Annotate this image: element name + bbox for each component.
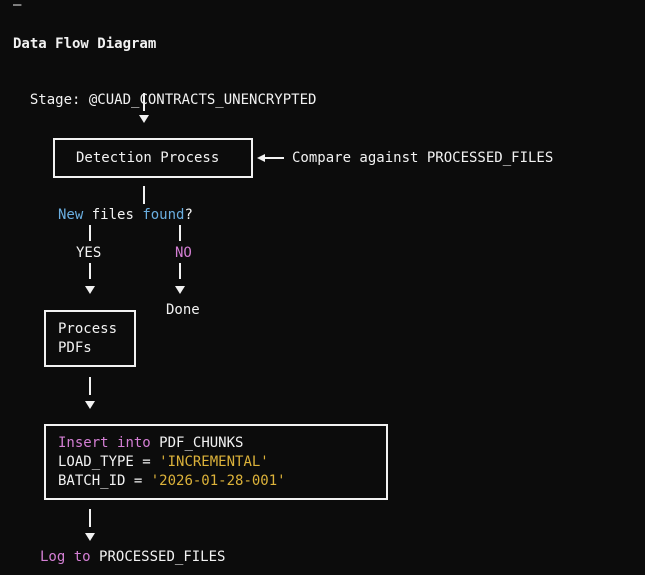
new-files-found-question: New files found? [58,206,193,224]
batch-id-key: BATCH_ID = [58,473,143,489]
arrow-down-to-detection [139,115,149,123]
stage-label: Stage: [29,92,81,108]
process-pdfs-box [44,310,136,367]
connector-detection-question [143,186,145,204]
connector-process-insert [89,377,91,395]
done-label: Done [166,302,200,318]
question-word-new: New [58,207,84,223]
into-keyword: into [117,435,151,451]
load-type-key: LOAD_TYPE = [58,454,151,470]
stage-value: @CUAD_CONTRACTS_UNENCRYPTED [88,92,317,108]
batch-id-line: BATCH_ID = '2026-01-28-001' [58,472,286,490]
connector-no-arrow [179,263,181,279]
connector-insert-log [89,509,91,527]
arrow-down-to-done [175,286,185,294]
yes-branch-label: YES [76,245,102,261]
connector-stage-detection [143,93,145,111]
load-type-value: 'INCREMENTAL' [159,454,269,470]
process-pdfs-line2: PDFs [58,340,92,356]
insert-line: Insert into PDF_CHUNKS [58,434,243,452]
arrow-left-compare [257,154,265,162]
arrow-down-to-log [85,533,95,541]
compare-connector-line [264,157,284,159]
question-mark: ? [184,207,193,223]
connector-question-no [179,225,181,241]
diagram-title: Data Flow Diagram [13,36,157,52]
insert-pdf-chunks-box [44,424,388,500]
question-word-found: found [142,207,185,223]
connector-yes-arrow [89,263,91,279]
load-type-line: LOAD_TYPE = 'INCREMENTAL' [58,453,269,471]
process-pdfs-line1: Process [58,321,118,337]
detection-process-box [53,138,253,178]
insert-keyword: Insert [58,435,109,451]
log-target-table: PROCESSED_FILES [99,549,226,565]
to-keyword: to [73,549,91,565]
stage-line: Stage: @CUAD_CONTRACTS_UNENCRYPTED [13,73,317,109]
top-dash-glyph: – [13,0,22,13]
compare-processed-files-text: Compare against PROCESSED_FILES [292,150,554,166]
pdf-chunks-table: PDF_CHUNKS [159,435,244,451]
connector-question-yes [89,225,91,241]
log-keyword: Log [40,549,66,565]
log-processed-files-line: Log to PROCESSED_FILES [40,548,225,566]
detection-process-label: Detection Process [76,150,220,166]
arrow-down-to-insert [85,401,95,409]
question-word-files: files [91,207,134,223]
arrow-down-to-process [85,286,95,294]
no-branch-label: NO [175,245,192,261]
batch-id-value: '2026-01-28-001' [150,473,286,489]
